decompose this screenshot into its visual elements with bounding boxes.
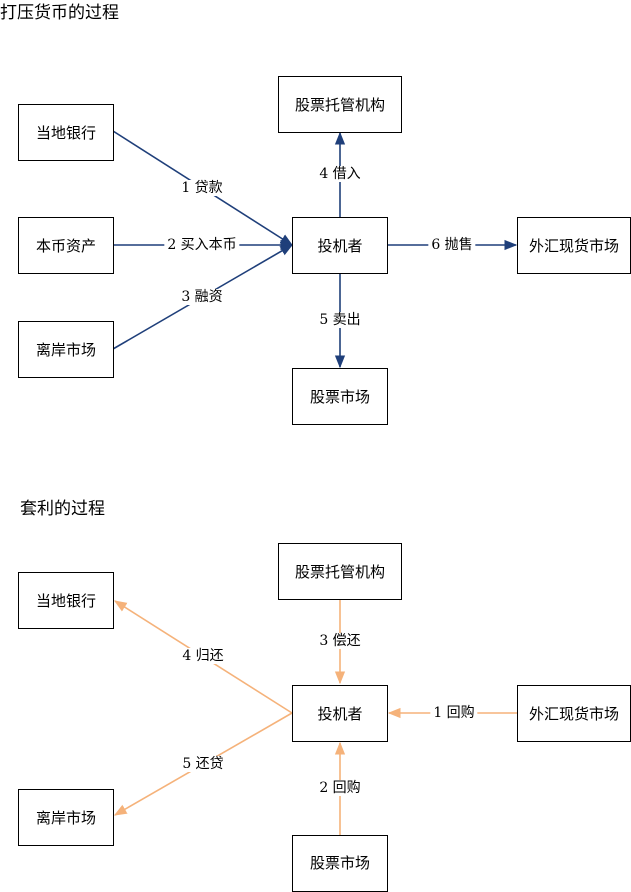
label-repay-stock: 3 偿还 (316, 633, 364, 649)
node-custody: 股票托管机构 (278, 76, 402, 133)
node-stock-market: 股票市场 (292, 368, 388, 425)
label-return-bank: 4 归还 (179, 648, 227, 664)
node-custody-2: 股票托管机构 (278, 543, 402, 600)
node-investor: 投机者 (292, 217, 388, 274)
node-offshore: 离岸市场 (18, 321, 114, 378)
node-fx-market: 外汇现货市场 (517, 217, 631, 274)
node-local-assets: 本币资产 (18, 217, 114, 274)
label-loan: 1 贷款 (178, 180, 226, 196)
label-borrow: 4 借入 (316, 166, 364, 182)
label-buyback-stock: 2 回购 (316, 780, 364, 796)
label-repay-loan: 5 还贷 (179, 756, 227, 772)
node-local-bank-2: 当地银行 (18, 572, 114, 629)
label-sell: 5 卖出 (316, 312, 364, 328)
node-offshore-2: 离岸市场 (18, 789, 114, 846)
label-buyback-fx: 1 回购 (430, 705, 478, 721)
label-dump: 6 抛售 (428, 237, 476, 253)
node-local-bank: 当地银行 (18, 104, 114, 161)
node-investor-2: 投机者 (292, 685, 388, 742)
diagram2-title: 套利的过程 (20, 499, 105, 519)
label-financing: 3 融资 (178, 289, 226, 305)
label-buy-local: 2 买入本币 (164, 237, 240, 253)
diagram1-title: 打压货币的过程 (0, 3, 119, 23)
node-fx-market-2: 外汇现货市场 (517, 685, 631, 742)
node-stock-market-2: 股票市场 (292, 835, 388, 892)
